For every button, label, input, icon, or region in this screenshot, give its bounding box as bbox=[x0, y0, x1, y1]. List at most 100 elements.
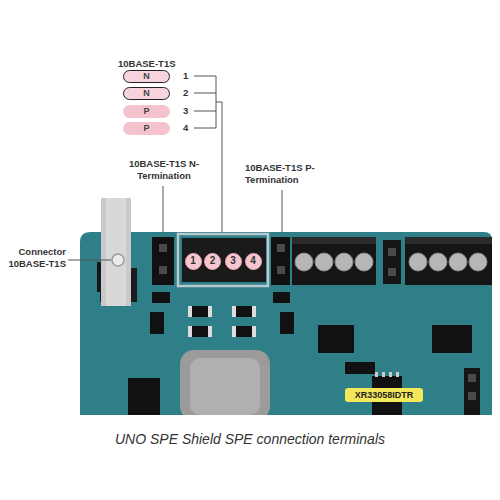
section-title: 10BASE-T1S bbox=[118, 58, 188, 70]
transceiver-chip bbox=[396, 372, 399, 377]
pin-pill-text: P bbox=[143, 107, 149, 116]
callout-label: 10BASE-T1S N-Termination bbox=[123, 158, 205, 183]
leader-line bbox=[68, 260, 111, 261]
smd-component bbox=[128, 292, 472, 415]
terminal-pin-text: 2 bbox=[210, 256, 216, 266]
pin-pill: P bbox=[123, 122, 170, 135]
terminal-pin-text: 3 bbox=[230, 256, 236, 266]
pin-header bbox=[468, 392, 476, 400]
pin-number: 3 bbox=[183, 105, 193, 117]
p-termination-header bbox=[277, 244, 285, 252]
spe-connector bbox=[112, 254, 124, 266]
inductor bbox=[180, 350, 270, 420]
t1s-terminal-block bbox=[182, 238, 266, 282]
pin-header bbox=[388, 268, 396, 276]
pin-header bbox=[383, 240, 401, 284]
screw-terminal bbox=[405, 237, 492, 285]
pin-header bbox=[388, 248, 396, 256]
smd-component bbox=[150, 312, 164, 334]
callout-label: 10BASE-T1S P-Termination bbox=[245, 162, 331, 187]
smd-component bbox=[232, 326, 256, 337]
screw-terminal bbox=[449, 253, 467, 271]
smd-component bbox=[188, 326, 212, 337]
smd-component bbox=[280, 312, 294, 334]
p-termination-header bbox=[277, 266, 285, 274]
n-termination-header bbox=[152, 237, 174, 285]
shield-board bbox=[80, 232, 492, 415]
screw-terminal bbox=[405, 237, 492, 244]
chip-label-text: XR33058IDTR bbox=[355, 391, 414, 400]
pin-header bbox=[464, 368, 480, 415]
screw-terminal bbox=[295, 253, 313, 271]
screw-terminal bbox=[292, 237, 376, 285]
shield-board bbox=[80, 232, 492, 415]
terminal-pin: 2 bbox=[204, 253, 221, 270]
smd-component bbox=[345, 362, 375, 374]
board-bottom-ground bbox=[0, 415, 500, 500]
p-termination-header bbox=[271, 237, 290, 285]
chip-label: XR33058IDTR bbox=[345, 388, 423, 402]
n-termination-header bbox=[152, 237, 174, 285]
pin-pill: N bbox=[123, 87, 170, 100]
pin-pill: N bbox=[123, 70, 170, 83]
pin-header bbox=[464, 368, 480, 415]
terminal-pin-text: 4 bbox=[250, 256, 256, 266]
spe-connector bbox=[106, 198, 126, 306]
terminal-pin: 4 bbox=[245, 253, 262, 270]
n-termination-header bbox=[159, 266, 167, 274]
smd-component bbox=[188, 306, 192, 317]
screw-terminal bbox=[355, 253, 373, 271]
p-termination-header bbox=[271, 237, 290, 285]
spe-connector bbox=[97, 198, 137, 306]
smd-component bbox=[252, 326, 256, 337]
smd-component bbox=[232, 306, 256, 317]
pin-pill: P bbox=[123, 105, 170, 118]
smd-component bbox=[232, 326, 236, 337]
inductor bbox=[190, 358, 260, 415]
leader-line bbox=[194, 76, 222, 232]
screw-terminal bbox=[469, 253, 487, 271]
screw-terminal bbox=[335, 253, 353, 271]
screw-terminal bbox=[292, 237, 376, 244]
screw-terminal bbox=[405, 237, 492, 285]
n-termination-header bbox=[159, 244, 167, 252]
terminal-pin-text: 1 bbox=[190, 256, 196, 266]
t1s-terminal-block bbox=[178, 234, 268, 286]
t1s-terminal-block bbox=[178, 234, 268, 286]
smd-component bbox=[252, 306, 256, 317]
smd-component bbox=[273, 292, 290, 303]
pin-pill-text: N bbox=[143, 89, 150, 98]
pin-number: 2 bbox=[183, 87, 193, 99]
smd-component bbox=[232, 306, 236, 317]
pin-header bbox=[383, 240, 401, 284]
smd-component bbox=[188, 326, 192, 337]
screw-terminal bbox=[429, 253, 447, 271]
spe-connector bbox=[101, 198, 131, 306]
figure-caption: UNO SPE Shield SPE connection terminals bbox=[0, 431, 500, 447]
leader-line bbox=[163, 186, 164, 233]
callout-label: Connector 10BASE-T1S bbox=[2, 246, 66, 271]
smd-component bbox=[432, 325, 472, 353]
transceiver-chip bbox=[375, 372, 378, 377]
terminal-pin: 1 bbox=[185, 253, 202, 270]
inductor bbox=[180, 350, 270, 420]
smd-component bbox=[128, 378, 160, 415]
pin-number: 4 bbox=[183, 122, 193, 134]
screw-terminal bbox=[292, 237, 376, 285]
smd-component bbox=[152, 292, 170, 303]
terminal-pin: 3 bbox=[225, 253, 242, 270]
pin-number: 1 bbox=[183, 70, 193, 82]
screw-terminal bbox=[315, 253, 333, 271]
pin-header bbox=[468, 374, 476, 382]
pin-pill-text: P bbox=[143, 124, 149, 133]
smd-component bbox=[188, 306, 212, 317]
screw-terminal bbox=[409, 253, 427, 271]
transceiver-chip bbox=[382, 372, 385, 377]
smd-component bbox=[208, 326, 212, 337]
pin-pill-text: N bbox=[143, 72, 150, 81]
board-bottom-ground bbox=[0, 415, 500, 500]
transceiver-chip bbox=[389, 372, 392, 377]
leader-line bbox=[282, 190, 283, 233]
smd-component bbox=[208, 306, 212, 317]
